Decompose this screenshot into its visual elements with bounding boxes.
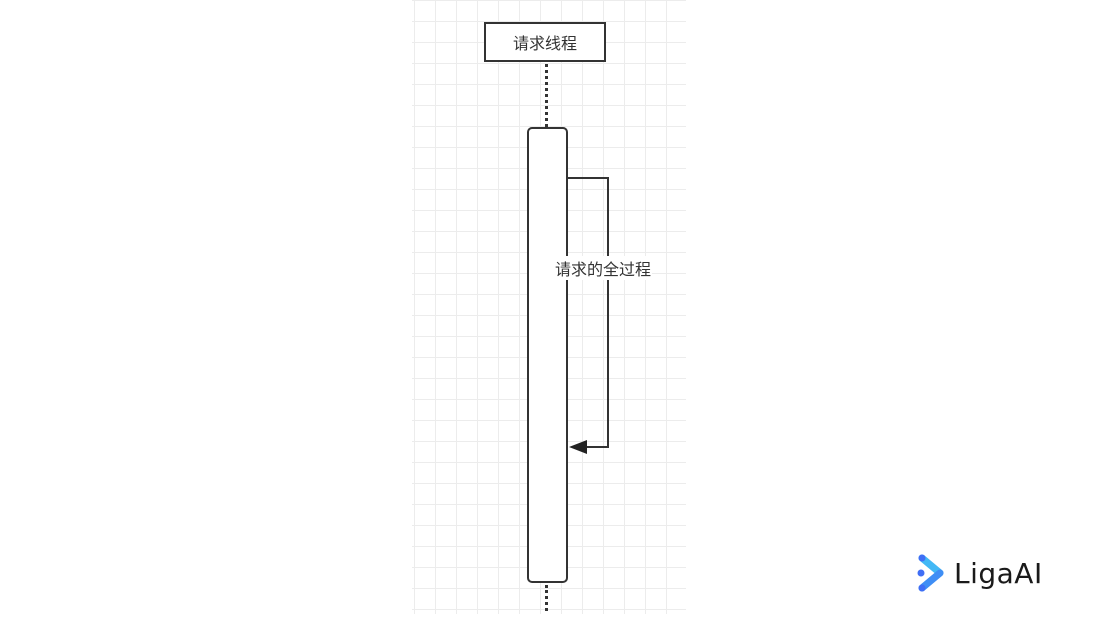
activation-bar — [527, 127, 568, 583]
watermark-text: LigaAI — [954, 556, 1043, 590]
self-message-label: 请求的全过程 — [554, 256, 653, 280]
actor-box-request-thread: 请求线程 — [484, 22, 606, 62]
arrowhead-icon — [569, 440, 587, 454]
lifeline-bottom — [545, 585, 548, 611]
watermark-logo: LigaAI — [916, 554, 1043, 592]
lifeline-top — [545, 64, 548, 127]
liga-chevron-logo-icon — [917, 554, 944, 592]
actor-label: 请求线程 — [512, 34, 577, 53]
